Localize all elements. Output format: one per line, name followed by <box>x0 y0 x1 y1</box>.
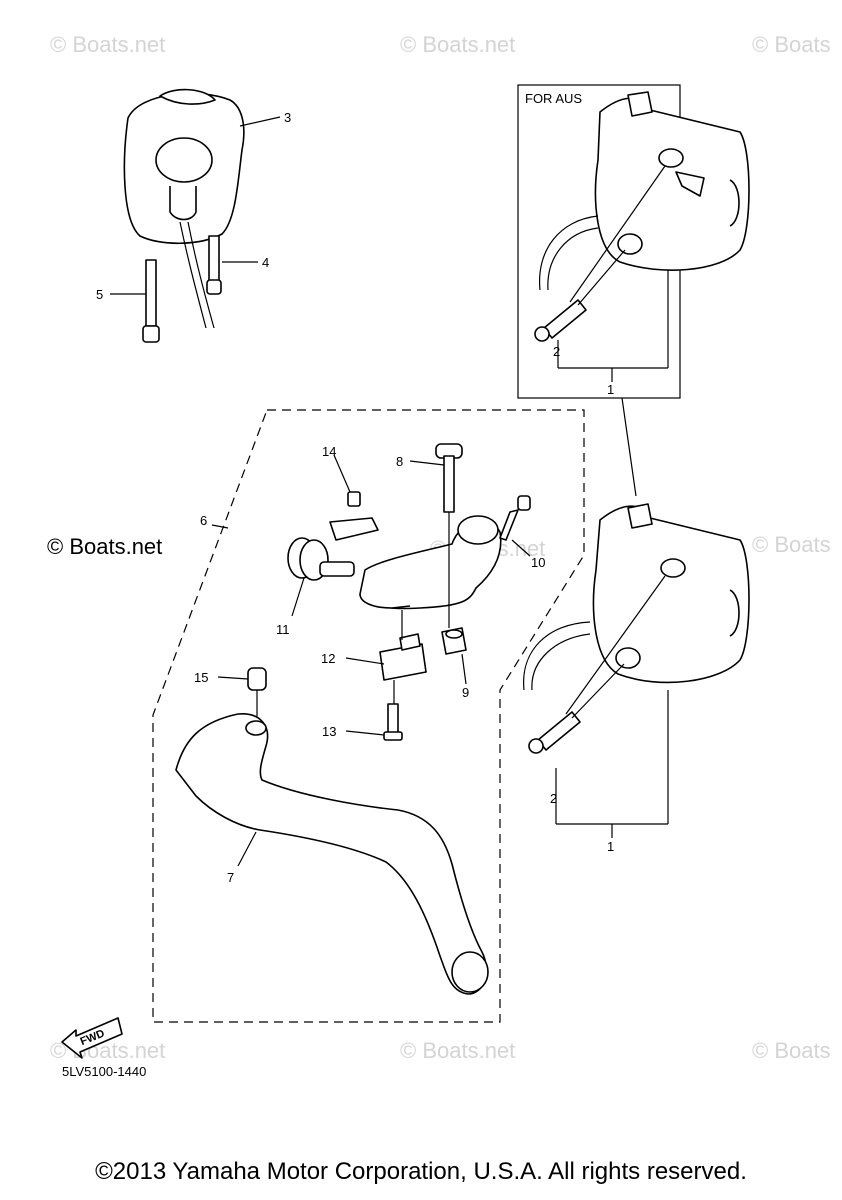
callout-15: 15 <box>194 670 208 685</box>
callout-10: 10 <box>531 555 545 570</box>
callout-7: 7 <box>227 870 234 885</box>
callout-8: 8 <box>396 454 403 469</box>
screw-part-10 <box>499 495 531 541</box>
callout-1-main: 1 <box>607 839 614 854</box>
bracket-part-14 <box>329 491 379 541</box>
nut-part-9 <box>441 627 467 655</box>
watermark-bottom-center: © Boats.net <box>400 1038 515 1063</box>
drawing-code: 5LV5100-1440 <box>62 1064 146 1079</box>
screw-part-2-inset <box>534 165 666 342</box>
block-part-12 <box>379 633 427 681</box>
watermark-top-right: © Boats <box>752 32 831 57</box>
bolt-part-8 <box>435 443 463 513</box>
switch-housing-main <box>523 503 750 691</box>
watermark-mid-right: © Boats <box>752 532 831 557</box>
forward-arrow-icon: FWD <box>61 1017 123 1059</box>
callout-5: 5 <box>96 287 103 302</box>
callout-13: 13 <box>322 724 336 739</box>
screw-part-5 <box>142 259 160 343</box>
callout-6: 6 <box>200 513 207 528</box>
watermark-bottom-right: © Boats <box>752 1038 831 1063</box>
switch-housing-inset <box>538 91 750 291</box>
screw-part-4 <box>206 235 222 295</box>
copyright-footer: ©2013 Yamaha Motor Corporation, U.S.A. A… <box>95 1158 747 1185</box>
callout-9: 9 <box>462 685 469 700</box>
callout-1-inset: 1 <box>607 382 614 397</box>
handlebar-switch-part-3 <box>123 88 245 329</box>
collar-part-15 <box>247 667 267 691</box>
lever-holder-part-6 <box>359 515 502 610</box>
clutch-lever-part-7 <box>175 713 489 995</box>
inset-label: FOR AUS <box>525 91 582 106</box>
callout-11: 11 <box>276 622 290 637</box>
watermark-prominent: © Boats.net <box>47 534 163 559</box>
adjuster-knob-part-11 <box>287 537 355 581</box>
callout-14: 14 <box>322 444 336 459</box>
screw-part-13 <box>383 703 403 741</box>
watermark-top-center: © Boats.net <box>400 32 515 57</box>
watermark-top-left: © Boats.net <box>50 32 165 57</box>
callout-2-inset: 2 <box>553 344 560 359</box>
callout-12: 12 <box>321 651 335 666</box>
assembly-outline-part-6 <box>152 409 585 1023</box>
callout-3: 3 <box>284 110 291 125</box>
callout-4: 4 <box>262 255 269 270</box>
screw-part-2-main <box>528 575 666 754</box>
callout-2-main: 2 <box>550 791 557 806</box>
